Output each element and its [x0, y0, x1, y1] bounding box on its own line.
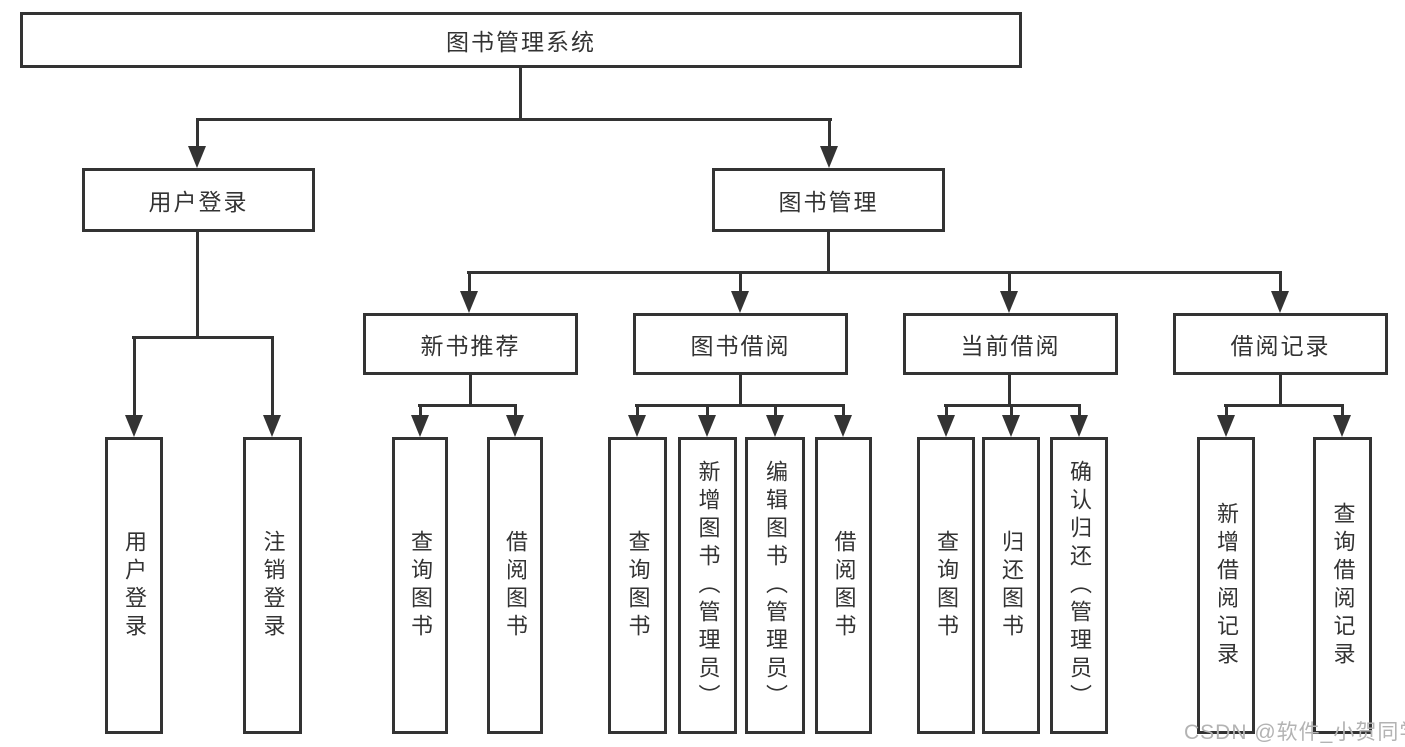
connector-level1-rail	[196, 118, 832, 121]
connector-leaf-stem	[1078, 404, 1081, 419]
connector-branch-stem	[468, 271, 471, 293]
connector-leaf-stem	[1010, 404, 1013, 419]
arrow-down-icon	[766, 415, 784, 437]
connector-book-mgmt-down	[827, 232, 830, 274]
leaf-add-borrow-record-label: 新增借阅记录	[1214, 501, 1239, 670]
leaf-query-books-recommend-label: 查询图书	[408, 529, 433, 642]
leaf-add-borrow-record: 新增借阅记录	[1197, 437, 1255, 734]
connector-branch-stem	[1008, 271, 1011, 293]
connector-leaf-stem	[774, 404, 777, 419]
arrow-down-icon	[1271, 291, 1289, 313]
csdn-watermark: CSDN @软件_小贺同学	[1184, 721, 1405, 744]
leaf-add-books-admin-label: 新增图书（管理员）	[695, 459, 721, 712]
node-book-borrow: 图书借阅	[633, 313, 848, 375]
leaf-user-login-label: 用户登录	[122, 529, 147, 642]
arrow-down-icon	[460, 291, 478, 313]
node-borrow-records: 借阅记录	[1173, 313, 1388, 375]
connector-borrow-rail	[635, 404, 845, 407]
leaf-borrow-books-recommend-label: 借阅图书	[503, 529, 528, 642]
connector-records-down	[1279, 375, 1282, 405]
leaf-query-borrow-record: 查询借阅记录	[1313, 437, 1372, 734]
connector-recommend-rail	[418, 404, 517, 407]
node-new-book-recommend: 新书推荐	[363, 313, 578, 375]
arrow-down-icon	[820, 146, 838, 168]
connector-user-login-stem	[196, 118, 199, 148]
arrow-down-icon	[1002, 415, 1020, 437]
arrow-down-icon	[1000, 291, 1018, 313]
node-user-login-label: 用户登录	[148, 189, 249, 215]
leaf-logout-login-label: 注销登录	[260, 529, 286, 642]
connector-recommend-down	[469, 375, 472, 405]
connector-leaf-stem	[271, 336, 274, 418]
connector-leaf-stem	[842, 404, 845, 419]
connector-branch-stem	[1279, 271, 1282, 293]
connector-leaf-stem	[706, 404, 709, 419]
node-book-management-label: 图书管理	[778, 189, 879, 215]
arrow-down-icon	[834, 415, 852, 437]
arrow-down-icon	[411, 415, 429, 437]
arrow-down-icon	[937, 415, 955, 437]
node-book-borrow-label: 图书借阅	[690, 333, 791, 359]
arrow-down-icon	[263, 415, 281, 437]
node-new-book-recommend-label: 新书推荐	[420, 333, 521, 359]
arrow-down-icon	[628, 415, 646, 437]
arrow-down-icon	[125, 415, 143, 437]
connector-leaf-stem	[945, 404, 948, 419]
node-current-borrow: 当前借阅	[903, 313, 1118, 375]
leaf-borrow-books: 借阅图书	[815, 437, 872, 734]
leaf-user-login: 用户登录	[105, 437, 163, 734]
leaf-query-books-current-label: 查询图书	[934, 529, 959, 642]
leaf-query-books-recommend: 查询图书	[392, 437, 448, 734]
connector-user-login-rail	[132, 336, 274, 339]
node-user-login: 用户登录	[82, 168, 315, 232]
leaf-return-books-label: 归还图书	[999, 529, 1024, 642]
connector-leaf-stem	[1225, 404, 1228, 419]
leaf-add-books-admin: 新增图书（管理员）	[678, 437, 737, 734]
leaf-return-books: 归还图书	[982, 437, 1040, 734]
connector-borrow-down	[739, 375, 742, 405]
arrow-down-icon	[1333, 415, 1351, 437]
connector-leaf-stem	[419, 404, 422, 419]
connector-records-rail	[1224, 404, 1344, 407]
leaf-borrow-books-label: 借阅图书	[831, 529, 857, 642]
connector-leaf-stem	[636, 404, 639, 419]
connector-current-down	[1008, 375, 1011, 405]
node-book-management: 图书管理	[712, 168, 945, 232]
arrow-down-icon	[731, 291, 749, 313]
leaf-query-borrow-record-label: 查询借阅记录	[1330, 501, 1356, 670]
leaf-query-books-current: 查询图书	[917, 437, 975, 734]
connector-level2-rail	[467, 271, 1282, 274]
leaf-confirm-return-admin: 确认归还（管理员）	[1050, 437, 1108, 734]
leaf-logout-login: 注销登录	[243, 437, 302, 734]
arrow-down-icon	[698, 415, 716, 437]
connector-leaf-stem	[133, 336, 136, 418]
connector-branch-stem	[739, 271, 742, 293]
connector-root-stem	[519, 68, 522, 119]
connector-user-login-down	[196, 232, 199, 338]
leaf-query-books-borrow-label: 查询图书	[625, 529, 651, 642]
leaf-edit-books-admin-label: 编辑图书（管理员）	[763, 459, 788, 712]
leaf-edit-books-admin: 编辑图书（管理员）	[745, 437, 805, 734]
arrow-down-icon	[506, 415, 524, 437]
arrow-down-icon	[1070, 415, 1088, 437]
connector-leaf-stem	[1341, 404, 1344, 419]
node-library-system-label: 图书管理系统	[446, 29, 596, 55]
leaf-confirm-return-admin-label: 确认归还（管理员）	[1067, 459, 1092, 712]
connector-book-mgmt-stem	[828, 118, 831, 148]
connector-leaf-stem	[514, 404, 517, 419]
arrow-down-icon	[188, 146, 206, 168]
node-borrow-records-label: 借阅记录	[1230, 333, 1331, 359]
arrow-down-icon	[1217, 415, 1235, 437]
node-library-system: 图书管理系统	[20, 12, 1022, 68]
leaf-borrow-books-recommend: 借阅图书	[487, 437, 543, 734]
leaf-query-books-borrow: 查询图书	[608, 437, 667, 734]
node-current-borrow-label: 当前借阅	[960, 333, 1061, 359]
